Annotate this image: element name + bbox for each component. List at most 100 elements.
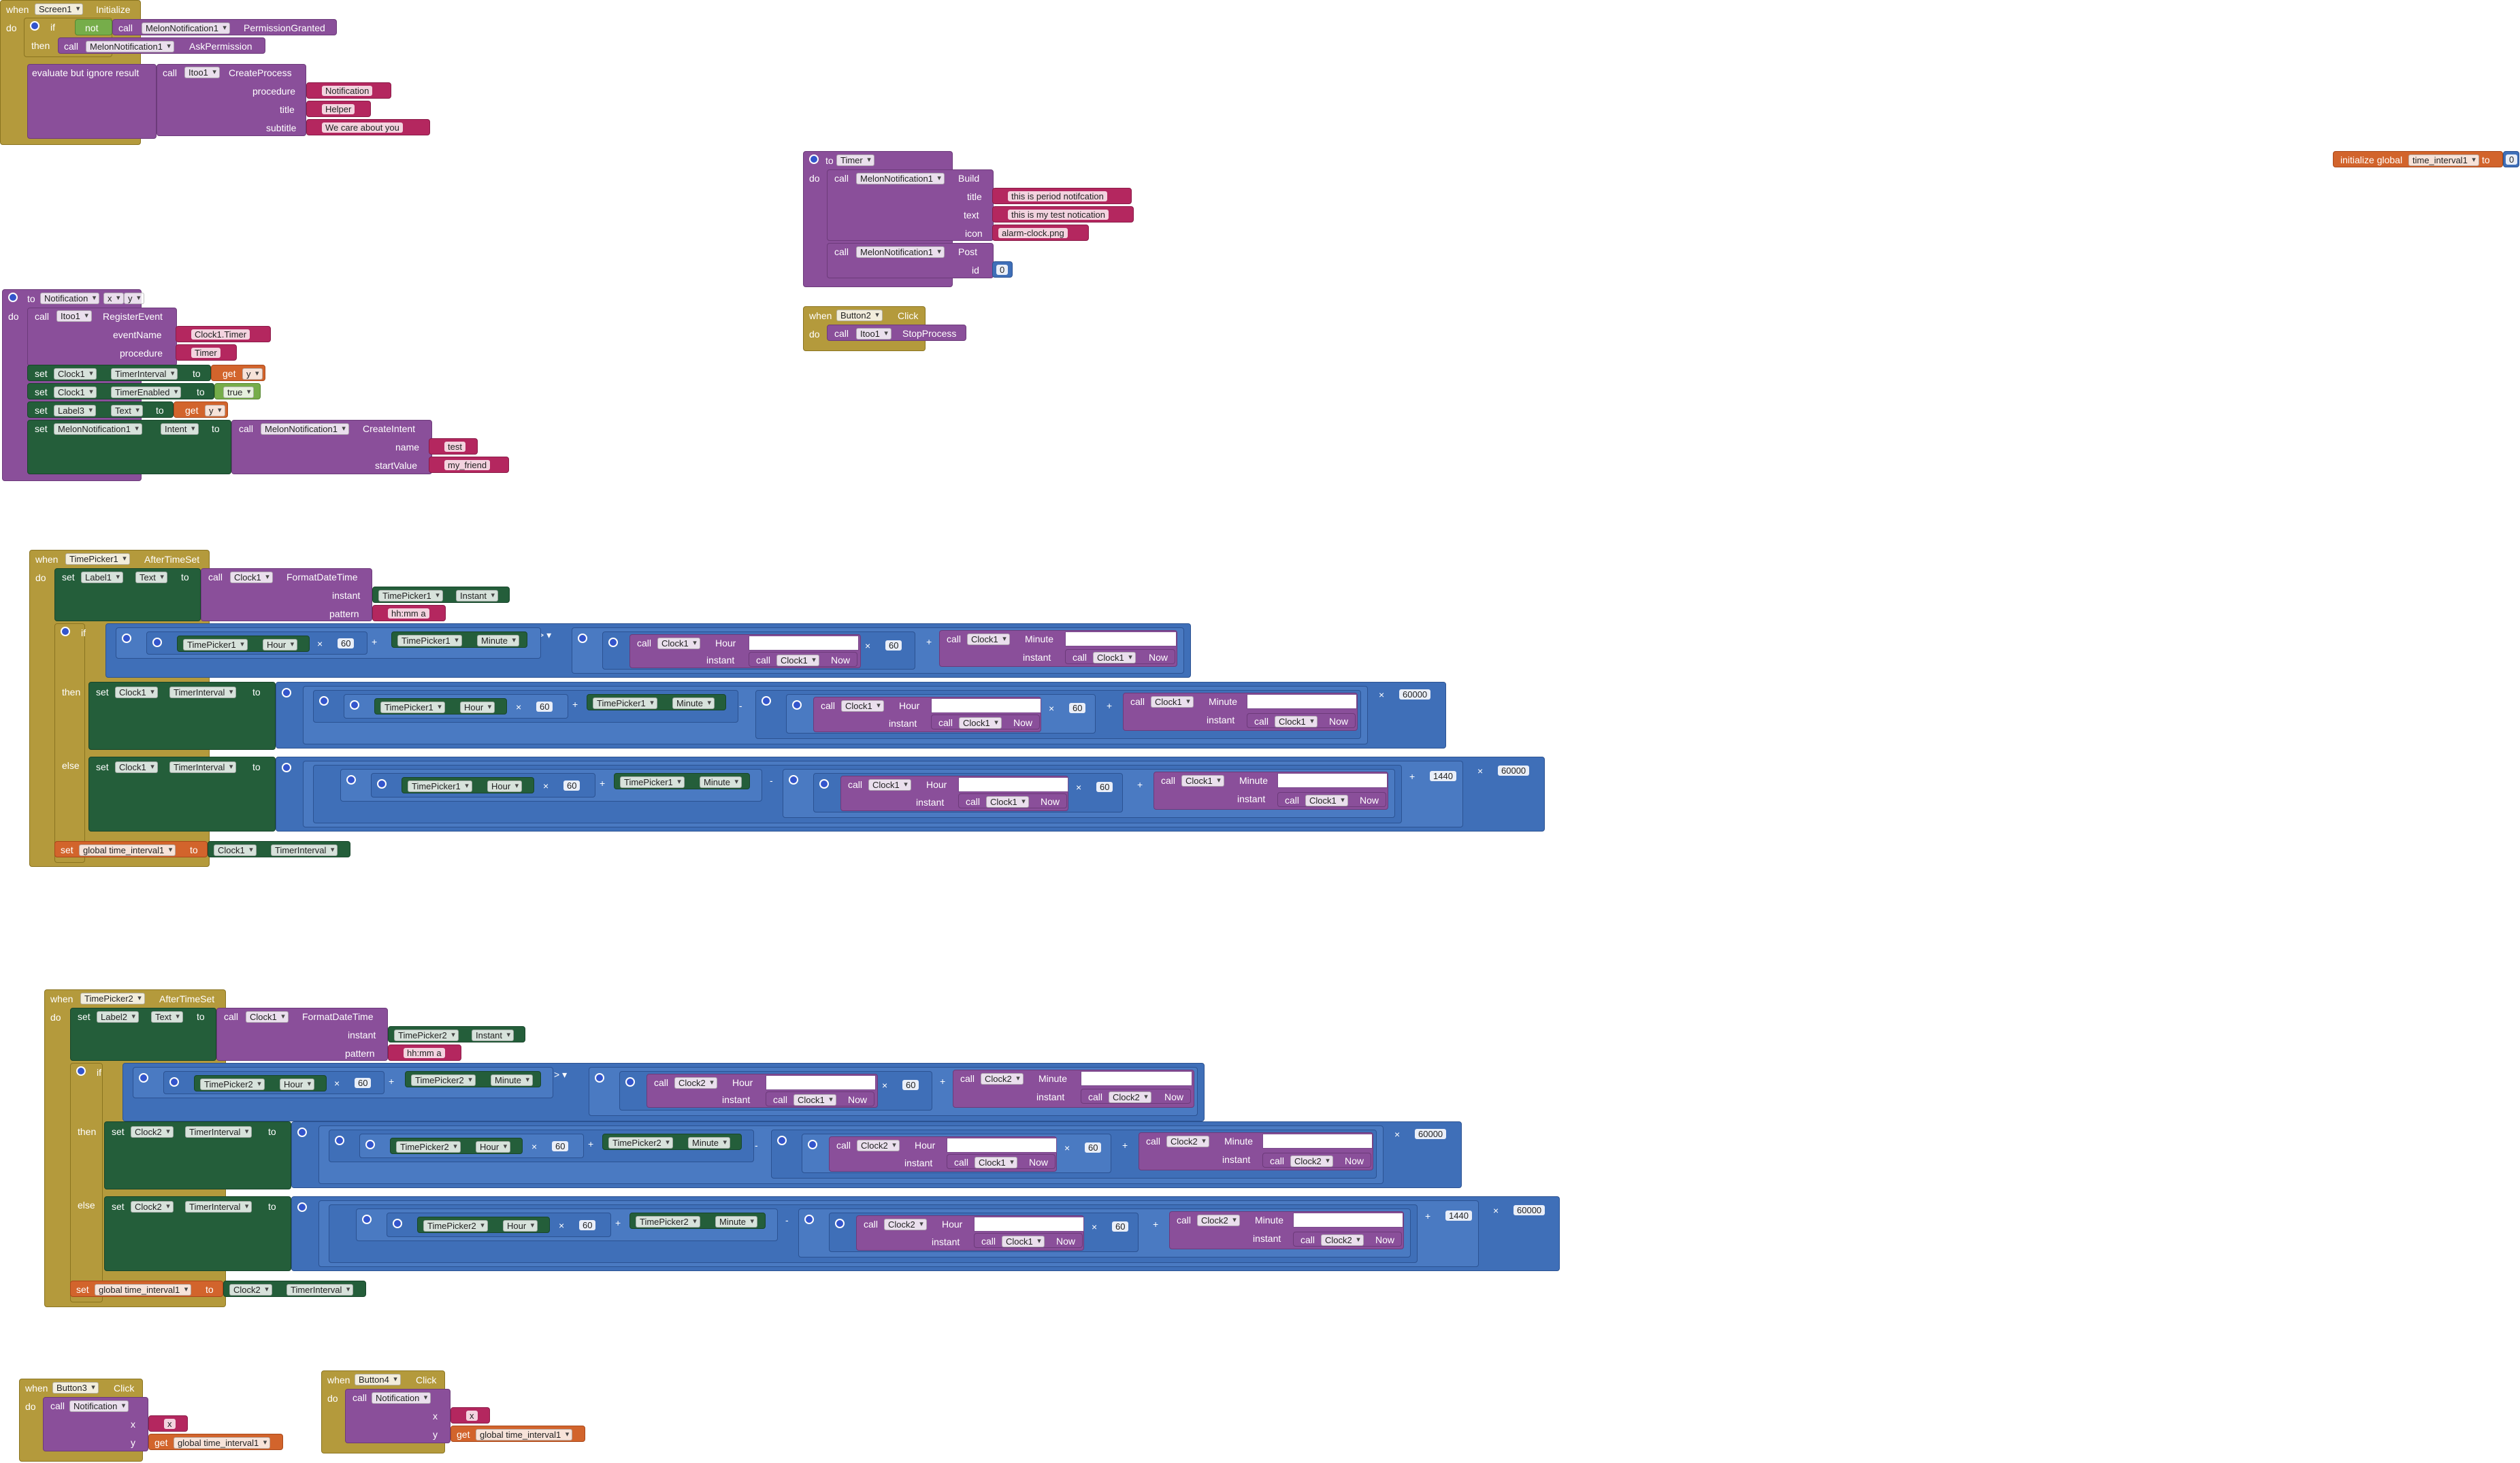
string-value[interactable]: We care about you [322,122,403,133]
timepicker2-minute-getter[interactable]: TimePicker2 Minute [405,1071,541,1087]
text-block[interactable]: this is period notifcation [992,188,1132,204]
mutator-gear-icon[interactable] [762,696,771,706]
number-value[interactable]: 60 [1096,782,1113,792]
component-dropdown[interactable]: TimePicker1 [65,553,130,565]
create-process-call[interactable]: call Itoo1 CreateProcess procedure title… [157,64,306,136]
set-global-variable[interactable]: set global time_interval1 to [70,1281,223,1297]
component-dropdown[interactable]: TimePicker1 [397,635,462,646]
timepicker2-instant-getter[interactable]: TimePicker2 Instant [388,1026,525,1042]
mutator-gear-icon[interactable] [8,293,18,302]
property-dropdown[interactable]: Text [111,405,143,416]
component-dropdown[interactable]: TimePicker2 [423,1220,488,1232]
component-dropdown[interactable]: MelonNotification1 [856,173,945,184]
property-dropdown[interactable]: TimerInterval [287,1284,354,1296]
clock1-timerinterval-getter[interactable]: Clock1 TimerInterval [208,841,350,857]
timepicker2-minute-getter[interactable]: TimePicker2 Minute [629,1213,766,1229]
component-dropdown[interactable]: Button3 [52,1382,99,1394]
component-dropdown[interactable]: TimePicker2 [636,1216,700,1228]
component-dropdown[interactable]: Clock1 [1093,652,1136,663]
clock-now-call[interactable]: call Clock1 Now [749,652,857,667]
timepicker2-hour-getter[interactable]: TimePicker2 Hour [390,1138,523,1154]
string-value[interactable]: Clock1.Timer [191,329,250,340]
mutator-gear-icon[interactable] [30,21,39,31]
component-dropdown[interactable]: Clock2 [674,1077,717,1089]
text-block[interactable]: Notification [306,82,391,99]
empty-socket[interactable] [749,636,859,651]
component-dropdown[interactable]: Button4 [355,1374,401,1385]
property-dropdown[interactable]: Hour [476,1141,511,1153]
procedure-name-field[interactable]: Notification [40,293,100,304]
if-else-block[interactable]: if then else [70,1063,103,1302]
component-dropdown[interactable]: Clock2 [884,1219,927,1230]
not-block[interactable]: not [75,19,112,35]
clock-now-call[interactable]: call Clock2 Now [1293,1232,1402,1247]
text-block[interactable]: this is my test notication [992,206,1134,223]
clock-now-call[interactable]: call Clock1 Now [958,793,1067,808]
number-value[interactable]: 60 [563,780,580,791]
set-clock1-timerinterval[interactable]: set Clock1 TimerInterval to [88,757,276,832]
mutator-gear-icon[interactable] [777,1136,787,1145]
property-dropdown[interactable]: TimerInterval [169,687,237,698]
timepicker2-hour-getter[interactable]: TimePicker2 Hour [417,1217,550,1233]
compare-operator-dropdown[interactable]: > ▾ [554,1069,568,1080]
timepicker1-hour-getter[interactable]: TimePicker1 Hour [177,636,310,652]
string-value[interactable]: x [466,1411,478,1421]
stop-process-call[interactable]: call Itoo1 StopProcess [827,325,966,341]
timepicker1-hour-getter[interactable]: TimePicker1 Hour [374,698,507,714]
timepicker1-instant-getter[interactable]: TimePicker1 Instant [372,587,510,603]
clock-now-call[interactable]: call Clock1 Now [766,1091,874,1106]
text-block[interactable]: x [148,1415,188,1432]
mutator-gear-icon[interactable] [393,1219,402,1228]
number-value[interactable]: 1440 [1445,1211,1472,1221]
clock-now-call[interactable]: call Clock2 Now [1262,1153,1371,1168]
component-dropdown[interactable]: Clock2 [981,1073,1024,1085]
property-dropdown[interactable]: Hour [487,780,523,792]
component-dropdown[interactable]: Clock1 [246,1011,289,1023]
property-dropdown[interactable]: TimerInterval [111,368,178,380]
component-dropdown[interactable]: TimePicker1 [380,702,445,713]
variable-dropdown[interactable]: y [205,405,225,416]
number-value[interactable]: 60000 [1415,1129,1447,1139]
text-block[interactable]: hh:mm a [388,1045,461,1061]
component-dropdown[interactable]: TimePicker1 [183,639,248,651]
property-dropdown[interactable]: TimerInterval [271,844,338,856]
text-block[interactable]: x [451,1407,490,1424]
component-dropdown[interactable]: Clock2 [229,1284,272,1296]
mutator-gear-icon[interactable] [122,634,131,643]
number-value[interactable]: 60000 [1498,766,1530,776]
number-block[interactable]: 0 [2503,151,2519,167]
text-block[interactable]: alarm-clock.png [992,225,1089,241]
property-dropdown[interactable]: TimerInterval [169,761,237,773]
component-dropdown[interactable]: Clock2 [1109,1091,1151,1103]
mutator-gear-icon[interactable] [789,775,798,785]
call-notification-procedure[interactable]: call Notification x y [345,1389,451,1443]
empty-socket[interactable] [931,698,1041,713]
component-dropdown[interactable]: Clock1 [54,387,97,398]
set-clock2-timerinterval[interactable]: set Clock2 TimerInterval to [104,1196,291,1271]
component-dropdown[interactable]: MelonNotification1 [142,22,230,34]
string-value[interactable]: Notification [322,86,373,96]
arg-x[interactable]: x [103,293,124,304]
component-dropdown[interactable]: MelonNotification1 [856,246,945,258]
set-melon-intent[interactable]: set MelonNotification1 Intent to [27,420,231,474]
mutator-gear-icon[interactable] [76,1066,86,1076]
component-dropdown[interactable]: Clock1 [1002,1236,1045,1247]
empty-socket[interactable] [1247,694,1357,709]
set-clock2-timerinterval[interactable]: set Clock2 TimerInterval to [104,1121,291,1189]
clock2-timerinterval-getter[interactable]: Clock2 TimerInterval [223,1281,366,1297]
component-dropdown[interactable]: TimePicker1 [408,780,472,792]
component-dropdown[interactable]: TimePicker1 [593,697,657,709]
mutator-gear-icon[interactable] [578,634,587,643]
procedure-name-field[interactable]: Timer [836,154,874,166]
number-value[interactable]: 60 [902,1080,919,1090]
set-clock1-timerenabled[interactable]: set Clock1 TimerEnabled to [27,383,214,399]
component-dropdown[interactable]: MelonNotification1 [261,423,349,435]
variable-dropdown[interactable]: y [242,368,263,380]
ask-permission-call[interactable]: call MelonNotification1 AskPermission [58,37,265,54]
property-dropdown[interactable]: Hour [280,1079,315,1090]
mutator-gear-icon[interactable] [792,700,802,710]
text-block[interactable]: test [429,438,478,455]
component-dropdown[interactable]: Clock1 [1151,696,1194,708]
property-dropdown[interactable]: Instant [472,1030,514,1041]
get-global-variable[interactable]: get global time_interval1 [148,1434,283,1450]
